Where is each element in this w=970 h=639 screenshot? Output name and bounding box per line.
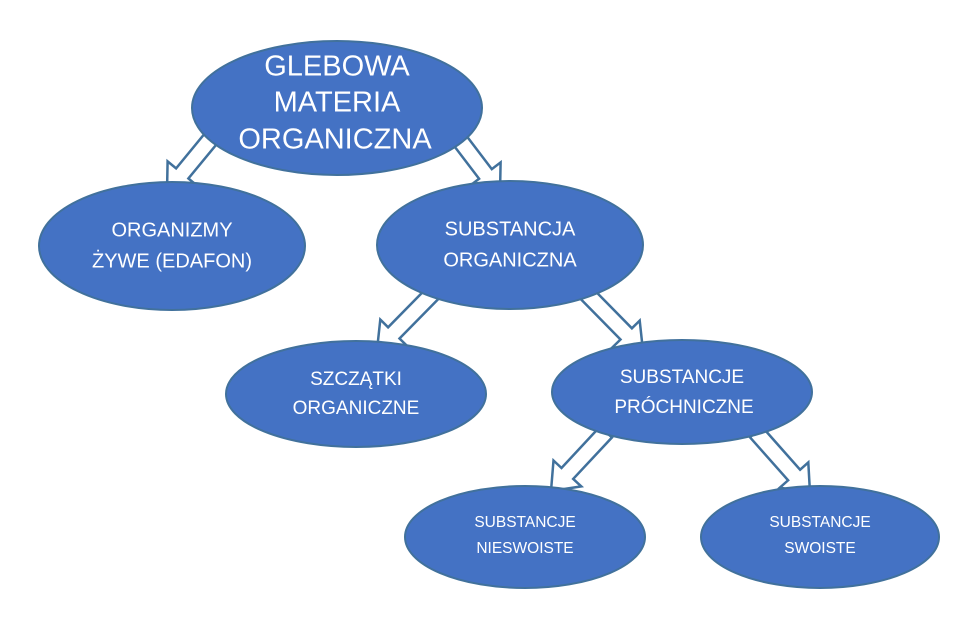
node-organic-remains-line-1: SZCZĄTKI <box>310 369 402 390</box>
node-organic-substance-ellipse <box>376 180 644 310</box>
arrow-layer <box>165 123 812 495</box>
node-root-line-2: MATERIA <box>274 87 401 119</box>
node-root-line-1: GLEBOWA <box>264 51 410 83</box>
node-specific-substances-ellipse <box>700 485 940 589</box>
node-organic-substance: SUBSTANCJA ORGANICZNA <box>376 180 644 310</box>
node-nonspecific-substances-ellipse <box>404 485 646 589</box>
node-living-organisms-ellipse <box>38 181 306 311</box>
arrow-humic-to-specific-icon <box>748 424 812 495</box>
node-specific-substances-line-2: SWOISTE <box>784 540 855 557</box>
node-nonspecific-substances-line-1: SUBSTANCJE <box>474 514 575 531</box>
node-root-ellipse <box>191 40 483 176</box>
node-specific-substances-line-1: SUBSTANCJE <box>769 514 870 531</box>
node-nonspecific-substances: SUBSTANCJE NIESWOISTE <box>404 485 646 589</box>
node-root-line-3: ORGANICZNA <box>238 124 432 156</box>
node-organic-substance-line-1: SUBSTANCJA <box>445 218 576 240</box>
node-humic-substances: SUBSTANCJE PRÓCHNICZNE <box>551 339 813 445</box>
node-organic-remains-ellipse <box>225 340 487 448</box>
node-humic-substances-line-2: PRÓCHNICZNE <box>614 396 753 418</box>
node-living-organisms: ORGANIZMY ŻYWE (EDAFON) <box>38 181 306 311</box>
node-root: GLEBOWA MATERIA ORGANICZNA <box>191 40 483 176</box>
node-living-organisms-line-2: ŻYWE (EDAFON) <box>92 249 252 272</box>
node-organic-substance-line-2: ORGANICZNA <box>443 249 577 271</box>
node-living-organisms-line-1: ORGANIZMY <box>111 219 232 241</box>
node-specific-substances: SUBSTANCJE SWOISTE <box>700 485 940 589</box>
node-humic-substances-ellipse <box>551 339 813 445</box>
node-nonspecific-substances-line-2: NIESWOISTE <box>476 540 573 557</box>
node-humic-substances-line-1: SUBSTANCJE <box>620 367 744 388</box>
node-organic-remains: SZCZĄTKI ORGANICZNE <box>225 340 487 448</box>
arrow-organic-to-humic-icon <box>578 285 645 353</box>
arrow-humic-to-nonspecific-icon <box>549 424 614 493</box>
node-organic-remains-line-2: ORGANICZNE <box>293 398 420 419</box>
